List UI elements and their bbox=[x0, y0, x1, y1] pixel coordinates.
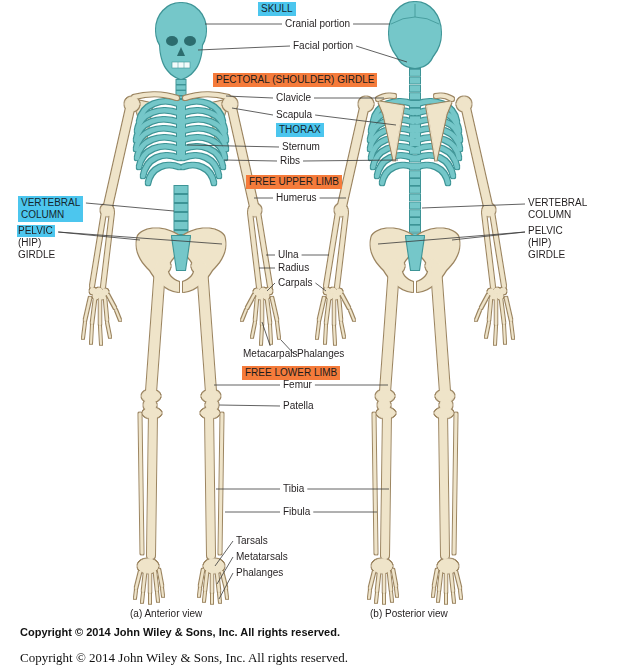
leader-line bbox=[315, 283, 326, 291]
leader-line bbox=[307, 489, 389, 490]
group-heading: FREE LOWER LIMB bbox=[242, 366, 340, 380]
group-heading: SKULL bbox=[258, 2, 296, 16]
leader-line bbox=[214, 385, 280, 386]
leader-line bbox=[232, 108, 273, 115]
heading-text: THORAX bbox=[279, 124, 321, 136]
leader-line bbox=[314, 98, 384, 99]
leader-line bbox=[303, 160, 398, 161]
part-label: Cranial portion bbox=[285, 18, 350, 30]
heading-text: FREE LOWER LIMB bbox=[245, 367, 337, 379]
part-label: Facial portion bbox=[293, 40, 353, 52]
part-label: Tibia bbox=[283, 483, 304, 495]
leader-line bbox=[315, 115, 396, 125]
leader-line bbox=[422, 204, 525, 208]
part-label: Sternum bbox=[282, 141, 320, 153]
part-label: Ribs bbox=[280, 155, 300, 167]
leader-line bbox=[315, 385, 388, 386]
part-label: Fibula bbox=[283, 506, 310, 518]
leader-line bbox=[266, 255, 275, 256]
group-heading: VERTEBRAL COLUMN bbox=[18, 196, 83, 222]
leader-line bbox=[259, 268, 275, 269]
part-label: Patella bbox=[283, 400, 314, 412]
part-label: Metacarpals bbox=[243, 348, 297, 360]
leader-line bbox=[187, 145, 279, 147]
leader-line bbox=[217, 557, 233, 584]
part-label: PELVIC (HIP) GIRDLE bbox=[18, 225, 55, 261]
part-label: Radius bbox=[278, 262, 309, 274]
group-heading: PECTORAL (SHOULDER) GIRDLE bbox=[213, 73, 377, 87]
part-label: PELVIC (HIP) GIRDLE bbox=[528, 225, 565, 261]
part-label: Ulna bbox=[278, 249, 299, 261]
view-caption: (a) Anterior view bbox=[130, 608, 202, 620]
leader-line bbox=[313, 512, 377, 513]
part-label: VERTEBRAL COLUMN bbox=[528, 197, 587, 221]
leader-line bbox=[267, 283, 275, 291]
leader-line bbox=[216, 489, 280, 490]
part-label: Clavicle bbox=[276, 92, 311, 104]
leader-line bbox=[356, 46, 407, 62]
heading-text: VERTEBRAL COLUMN bbox=[21, 197, 80, 221]
group-heading: THORAX bbox=[276, 123, 324, 137]
part-label: Carpals bbox=[278, 277, 312, 289]
group-heading: FREE UPPER LIMB bbox=[246, 175, 342, 189]
leader-line bbox=[226, 96, 273, 98]
heading-text: SKULL bbox=[261, 3, 293, 15]
leader-line bbox=[302, 255, 329, 256]
leader-line bbox=[224, 160, 277, 161]
part-label: Metatarsals bbox=[236, 551, 288, 563]
heading-text: PECTORAL (SHOULDER) GIRDLE bbox=[216, 74, 374, 86]
copyright-note: Copyright © 2014 John Wiley & Sons, Inc.… bbox=[20, 650, 348, 665]
part-label: Phalanges bbox=[297, 348, 344, 360]
part-label: Tarsals bbox=[236, 535, 268, 547]
copyright-note: Copyright © 2014 John Wiley & Sons, Inc.… bbox=[20, 626, 340, 639]
part-label: Scapula bbox=[276, 109, 312, 121]
leader-line bbox=[58, 232, 222, 244]
view-caption: (b) Posterior view bbox=[370, 608, 448, 620]
leader-line bbox=[320, 198, 346, 199]
leader-line bbox=[353, 24, 390, 25]
part-label: Femur bbox=[283, 379, 312, 391]
heading-text: FREE UPPER LIMB bbox=[249, 176, 339, 188]
leader-line bbox=[86, 203, 174, 211]
leader-line bbox=[225, 512, 280, 513]
leader-line bbox=[219, 405, 280, 406]
leader-line bbox=[254, 198, 273, 199]
leader-line bbox=[219, 573, 233, 599]
leader-line bbox=[262, 322, 270, 346]
part-label: Phalanges bbox=[236, 567, 283, 579]
leader-line bbox=[378, 232, 525, 244]
leader-line bbox=[205, 24, 282, 25]
leader-line bbox=[198, 46, 290, 50]
part-label: Humerus bbox=[276, 192, 317, 204]
